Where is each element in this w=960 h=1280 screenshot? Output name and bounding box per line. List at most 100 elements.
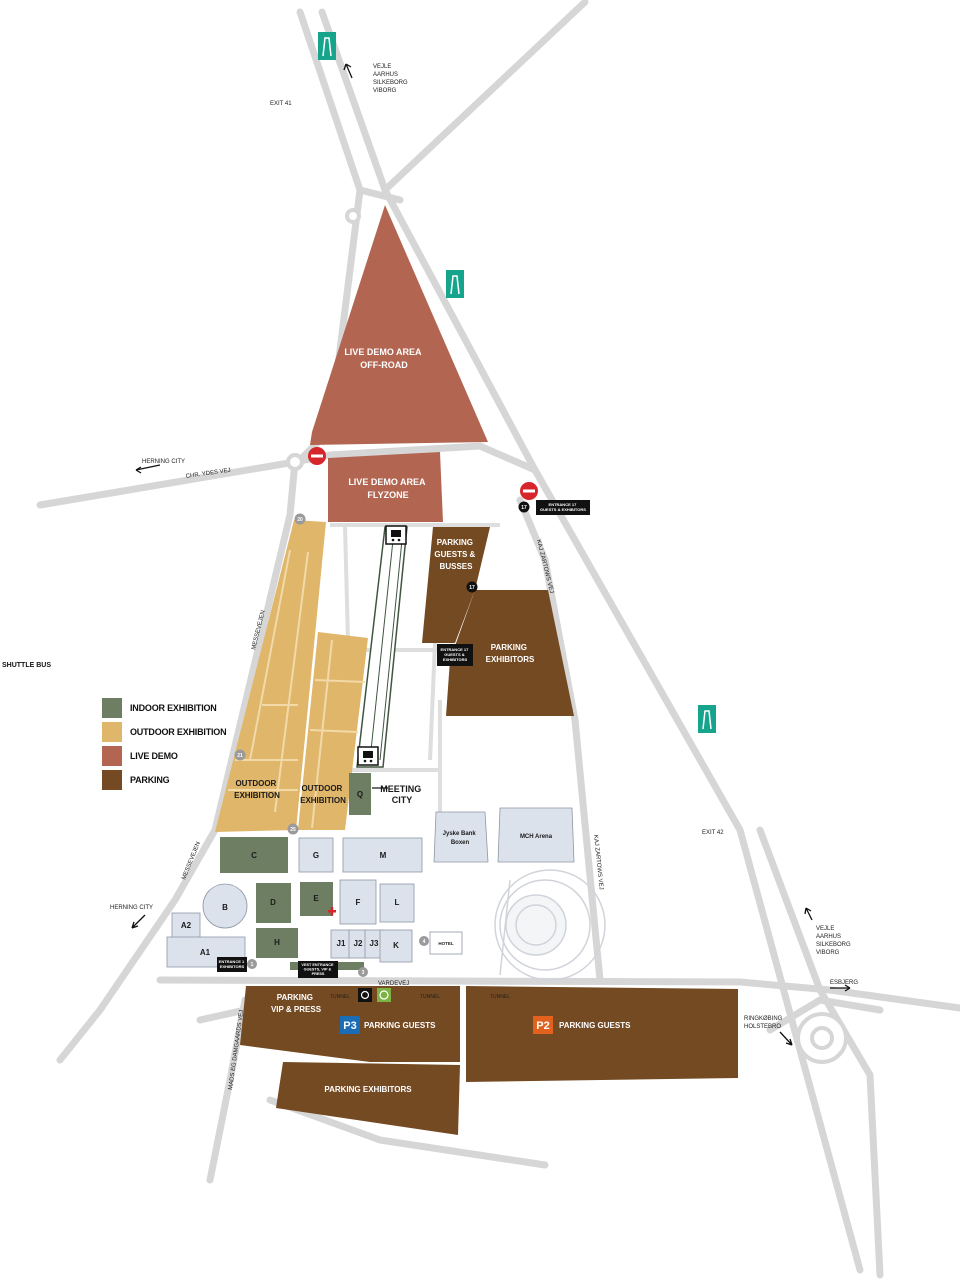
marker-21-label: 21 bbox=[237, 753, 243, 759]
p2-badge bbox=[533, 1016, 553, 1034]
hall-a1-label: A1 bbox=[200, 948, 211, 957]
live-demo-offroad-area bbox=[310, 205, 488, 445]
marker-25-label: 25 bbox=[290, 827, 296, 833]
legend-label: OUTDOOR EXHIBITION bbox=[130, 727, 227, 737]
tunnel-label: TUNNEL bbox=[490, 994, 510, 1000]
p2-badge-label: P2 bbox=[536, 1020, 549, 1032]
parking-exhibitors-east-area bbox=[446, 590, 574, 716]
roundabouts bbox=[286, 208, 848, 1064]
jyske-label-2: Boxen bbox=[451, 840, 470, 846]
svg-text:ENTRANCE 1 EXHIBITORS: ENTRANCE 1 EXHIBITORS bbox=[219, 959, 246, 969]
parking-vip-label-2: VIP & PRESS bbox=[271, 1005, 322, 1014]
map-legend: INDOOR EXHIBITION OUTDOOR EXHIBITION LIV… bbox=[102, 696, 227, 792]
hall-g-label: G bbox=[313, 851, 319, 860]
hall-h-label: H bbox=[274, 938, 280, 947]
stadium bbox=[494, 869, 606, 981]
vest-entrance-label-3: PRESS bbox=[312, 972, 325, 976]
legend-swatch bbox=[102, 722, 122, 742]
hall-l bbox=[379, 883, 415, 923]
legend-item-live-demo: LIVE DEMO bbox=[102, 744, 226, 768]
live-demo-flyzone-area bbox=[328, 452, 443, 522]
hotel-label: HOTEL bbox=[438, 941, 454, 946]
parking-guests-busses-label-3: BUSSES bbox=[440, 562, 474, 571]
legend-swatch bbox=[102, 770, 122, 790]
herning-city-left-label: HERNING CITY bbox=[110, 905, 153, 911]
marker-3-label: 3 bbox=[362, 970, 365, 976]
motorway-icon bbox=[318, 32, 336, 60]
parking-guests-p2-label: PARKING GUESTS bbox=[559, 1021, 631, 1030]
legend-label: INDOOR EXHIBITION bbox=[130, 703, 217, 713]
tunnel-label: TUNNEL bbox=[330, 994, 350, 1000]
bus-icon bbox=[385, 525, 407, 545]
hall-j1-label: J1 bbox=[337, 939, 346, 948]
direction-arrows bbox=[131, 63, 851, 1046]
hall-g bbox=[298, 837, 334, 873]
svg-text:LIVE DEMO AREA OFF-ROAD: LIVE DEMO AREA OFF-ROAD bbox=[344, 347, 423, 370]
svg-text:VEST ENTRANCE GUESTS, VI: VEST ENTRANCE GUESTS, VIP & PRESS bbox=[301, 963, 334, 976]
legend-item-parking: PARKING bbox=[102, 768, 226, 792]
svg-text:PARKING VIP & PRESS: PARKING VIP & PRESS bbox=[271, 993, 322, 1014]
outdoor-west-label-2: EXHIBITION bbox=[234, 791, 280, 800]
bus-icon bbox=[357, 746, 379, 766]
live-offroad-label-2: OFF-ROAD bbox=[360, 360, 408, 370]
entrance-17-mid-box: ENTRANCE 17 GUESTS & EXHIBITORS bbox=[437, 644, 473, 666]
hall-h bbox=[256, 928, 298, 958]
ev-charging-icon bbox=[377, 988, 391, 1002]
marker-17-label: 17 bbox=[521, 505, 527, 511]
hall-b bbox=[202, 883, 248, 929]
hotel bbox=[429, 931, 463, 955]
legend-label: LIVE DEMO bbox=[130, 751, 178, 761]
north-direction-2: AARHUS bbox=[373, 72, 398, 78]
entrance-1-label-1: ENTRANCE 1 bbox=[219, 959, 245, 964]
parking-guests-busses-label-1: PARKING bbox=[437, 538, 473, 547]
accessible-parking-icon bbox=[360, 990, 370, 1000]
north-direction-1: VEJLE bbox=[373, 64, 391, 70]
svg-text:MEETING CITY: MEETING CITY bbox=[380, 784, 424, 805]
hall-q bbox=[349, 773, 371, 815]
svg-text:PARKING EXHIBITORS: PARKING EXHIBITORS bbox=[486, 643, 535, 664]
accessible-parking-icon bbox=[358, 988, 372, 1002]
ringkobing-label-2: HOLSTEBRO bbox=[744, 1024, 781, 1030]
hall-b-label: B bbox=[222, 903, 228, 912]
outdoor-grid-lines bbox=[228, 549, 366, 829]
motorway-icon bbox=[698, 705, 716, 733]
ringkobing-label-1: RINGKØBING bbox=[744, 1016, 783, 1022]
first-aid-icon bbox=[328, 907, 336, 916]
road-network bbox=[36, 0, 960, 1279]
vest-entrance-label-1: VEST ENTRANCE bbox=[301, 963, 334, 967]
live-flyzone-label-1: LIVE DEMO AREA bbox=[348, 477, 426, 487]
legend-item-outdoor: OUTDOOR EXHIBITION bbox=[102, 720, 227, 744]
entrance-1-box: ENTRANCE 1 EXHIBITORS bbox=[217, 957, 247, 972]
legend-swatch bbox=[102, 698, 122, 718]
marker-25 bbox=[287, 823, 299, 835]
hall-k bbox=[379, 929, 413, 963]
legend-item-indoor: INDOOR EXHIBITION bbox=[102, 696, 226, 720]
p3-badge bbox=[340, 1016, 360, 1034]
kaj-zartows-vej-label: KAJ ZARTOWS VEJ bbox=[535, 539, 554, 594]
parking-exhibitors-east-label-2: EXHIBITORS bbox=[486, 655, 535, 664]
live-flyzone-label-2: FLYZONE bbox=[367, 490, 408, 500]
svg-text:OUTDOOR EXHIBITION: OUTDOOR EXHIBITION bbox=[300, 784, 346, 805]
herning-city-top-label: HERNING CITY bbox=[142, 459, 185, 465]
hall-f-label: F bbox=[356, 898, 361, 907]
vardevej-label: VARDEVEJ bbox=[378, 981, 409, 987]
hall-jyske bbox=[433, 811, 489, 863]
hall-c bbox=[220, 837, 288, 873]
hall-q-label: Q bbox=[357, 790, 363, 799]
mch-arena-label: MCH Arena bbox=[520, 834, 553, 840]
hall-k-label: K bbox=[393, 941, 399, 950]
hall-j2-label: J2 bbox=[354, 939, 363, 948]
svg-text:Jyske Bank Boxen: Jyske Bank Boxen bbox=[443, 831, 478, 846]
vest-entrance-box: VEST ENTRANCE GUESTS, VIP & PRESS bbox=[298, 961, 338, 978]
svg-text:PARKING GUESTS & BUSSE: PARKING GUESTS & BUSSES bbox=[434, 538, 477, 571]
vest-entrance-label-2: GUESTS, VIP & bbox=[304, 968, 332, 972]
entrance-17-mid-label-3: EXHIBITORS bbox=[443, 657, 468, 662]
north-direction-4: VIBORG bbox=[373, 88, 397, 94]
no-entry-icon bbox=[520, 482, 538, 500]
entrance-17-mid-label-2: GUESTS & bbox=[444, 652, 465, 657]
parking-p2-area bbox=[466, 986, 738, 1082]
entrance-17-mid-label-1: ENTRANCE 17 bbox=[441, 647, 470, 652]
parking-guests-p3-label: PARKING GUESTS bbox=[364, 1021, 436, 1030]
marker-20 bbox=[294, 513, 306, 525]
